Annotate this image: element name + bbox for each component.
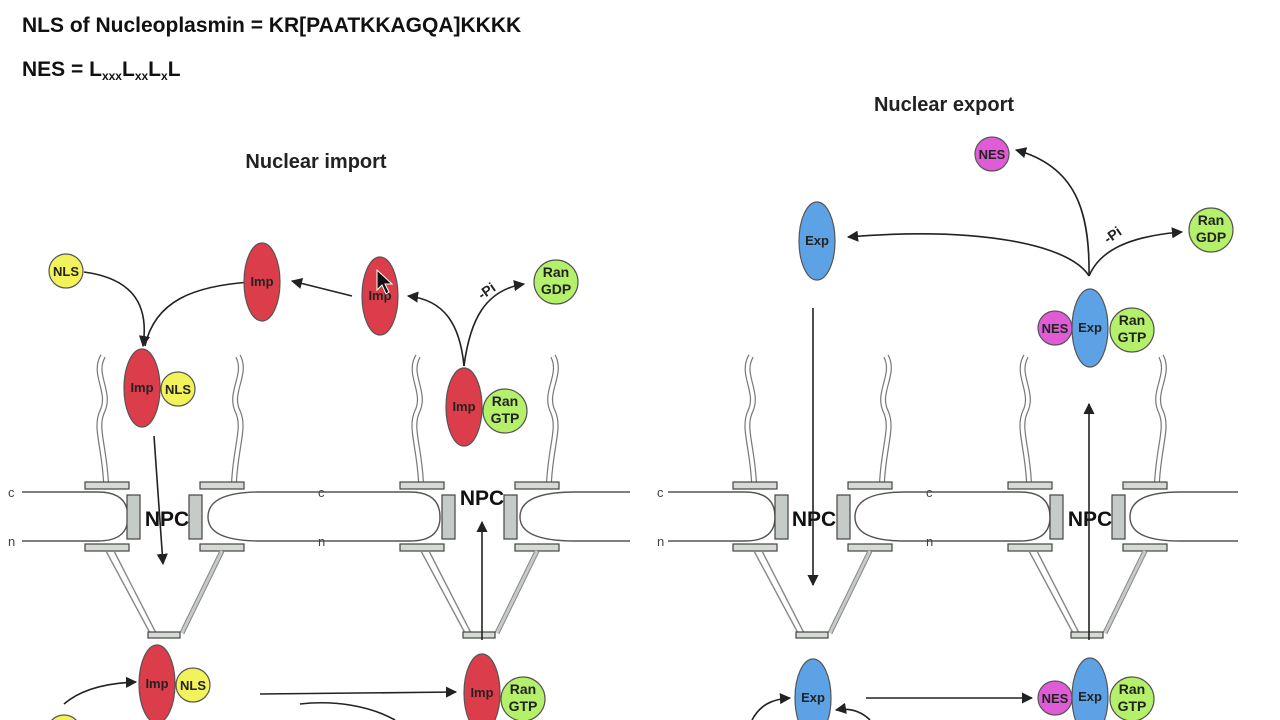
nes-leucine-4: L xyxy=(167,58,181,81)
nls-to-imp-arrow xyxy=(83,271,151,348)
exp-label-4: Exp xyxy=(1078,689,1102,704)
exportin-nucleus: Exp xyxy=(794,658,832,720)
nls-free-label: NLS xyxy=(53,264,79,279)
cytoplasm-label-1: c xyxy=(8,485,15,500)
exportin-free: Exp xyxy=(798,201,836,281)
export-title: Nuclear export xyxy=(874,94,1014,116)
gtp-label-4: GTP xyxy=(1118,329,1147,345)
ran-label-4: Ran xyxy=(1119,312,1145,328)
side-labels: c n c n c n c n xyxy=(8,485,933,549)
importin-free-1: Imp xyxy=(243,242,281,322)
nucleus-exp-arrow xyxy=(751,692,792,720)
nes-leucine-1: L xyxy=(89,58,102,81)
nls-free: NLS xyxy=(48,253,84,289)
pi-text-import: -Pi xyxy=(475,279,499,302)
npc-pore-export-2 xyxy=(1007,354,1168,639)
nes-consensus-title: NES = LxxxLxxLxL xyxy=(22,58,181,83)
nes-label-3: NES xyxy=(1042,691,1069,706)
ran-label-gdp-import: Ran xyxy=(543,264,569,280)
exp-release-arrow xyxy=(846,230,1090,277)
cytoplasm-label-4: c xyxy=(926,485,933,500)
nes-free: NES xyxy=(974,136,1010,172)
gtp-label-5: GTP xyxy=(1118,698,1147,714)
ran-label-5: Ran xyxy=(1119,681,1145,697)
imp-recycle-arrow xyxy=(144,281,251,347)
nls-partial-nucleus xyxy=(51,714,77,720)
ran-label-3: Ran xyxy=(510,681,536,697)
import-arrows xyxy=(63,271,526,720)
nes-label-2: NES xyxy=(1042,321,1069,336)
npc-pore-import-2 xyxy=(399,354,560,639)
npc-label-export-2: NPC xyxy=(1068,508,1112,531)
nucleus-label-2: n xyxy=(318,534,325,549)
gtp-label-3: GTP xyxy=(509,698,538,714)
pi-label-export: -Pi xyxy=(1101,223,1125,246)
nucleus-label-1: n xyxy=(8,534,15,549)
imp-label-6: Imp xyxy=(470,685,493,700)
gdp-label-export: GDP xyxy=(1196,229,1226,245)
nes-exp-rangtp-complex-cyto: NES Exp Ran GTP xyxy=(1037,288,1155,368)
nes-free-label: NES xyxy=(979,147,1006,162)
import-title: Nuclear import xyxy=(245,151,386,173)
exp-label-2: Exp xyxy=(1078,320,1102,335)
ran-label-2: Ran xyxy=(492,393,518,409)
pi-text-export: -Pi xyxy=(1101,223,1125,246)
ran-label-gdp-export: Ran xyxy=(1198,212,1224,228)
gdp-label-import: GDP xyxy=(541,281,571,297)
nes-leucine-2: L xyxy=(121,58,135,81)
nucleus-label-3: n xyxy=(657,534,664,549)
rangdp-import: Ran GDP xyxy=(533,259,579,305)
npc-label-import-1: NPC xyxy=(145,508,189,531)
nls-label-3: NLS xyxy=(180,678,206,693)
imp-rangtp-complex-cyto: Imp Ran GTP xyxy=(445,367,528,447)
pi-label-import: -Pi xyxy=(475,279,499,302)
npc-label-import-2: NPC xyxy=(460,487,504,510)
rangdp-release-arrow xyxy=(463,280,526,367)
npc-pore-export-1 xyxy=(732,354,893,639)
nes-release-arrow xyxy=(1014,147,1090,277)
exp-label-3: Exp xyxy=(801,690,825,705)
cytoplasm-label-2: c xyxy=(318,485,325,500)
nucleus-label-4: n xyxy=(926,534,933,549)
export-arrows xyxy=(751,147,1184,720)
rangdp-export: Ran GDP xyxy=(1188,207,1234,253)
export-rangdp-arrow xyxy=(1088,227,1184,277)
imp-nls-complex-nucleus: Imp NLS xyxy=(138,644,211,720)
nls-sequence-title: NLS of Nucleoplasmin = KR[PAATKKAGQA]KKK… xyxy=(22,14,522,37)
importin-free-2: Imp xyxy=(361,256,399,336)
nes-exp-rangtp-complex-nucleus: NES Exp Ran GTP xyxy=(1037,657,1155,720)
nucleus-imp-arrow xyxy=(259,686,458,698)
imp-nls-complex-cyto: Imp NLS xyxy=(123,348,196,428)
nls-label-2: NLS xyxy=(165,382,191,397)
nes-spacer-2: xx xyxy=(134,69,149,83)
imp-label-5: Imp xyxy=(145,676,168,691)
nucleus-curve xyxy=(299,701,396,720)
nucleus-nls-arrow xyxy=(63,676,138,705)
imp-label-4: Imp xyxy=(452,399,475,414)
nes-leucine-3: L xyxy=(148,58,161,81)
imp-from-rangtp-arrow xyxy=(406,291,465,367)
npc-pore-import-1 xyxy=(84,354,245,639)
imp-release-arrow xyxy=(290,278,353,297)
mouse-cursor-icon xyxy=(376,268,394,295)
import-in-arrow xyxy=(153,435,168,566)
nucleus-exp-arrow-2 xyxy=(834,702,871,720)
imp-rangtp-complex-nucleus: Imp Ran GTP xyxy=(463,653,546,720)
imp-label-1: Imp xyxy=(250,274,273,289)
nes-spacer-1: xxx xyxy=(101,69,122,83)
gtp-label-2: GTP xyxy=(491,410,520,426)
cytoplasm-label-3: c xyxy=(657,485,664,500)
npc-label-export-1: NPC xyxy=(792,508,836,531)
nes-spacer-3: x xyxy=(161,69,168,83)
nuclear-envelope-import xyxy=(22,491,630,542)
imp-label-3: Imp xyxy=(130,380,153,395)
nuclear-envelope-export xyxy=(668,491,1238,542)
exp-label-1: Exp xyxy=(805,233,829,248)
nes-prefix: NES = xyxy=(22,58,90,81)
